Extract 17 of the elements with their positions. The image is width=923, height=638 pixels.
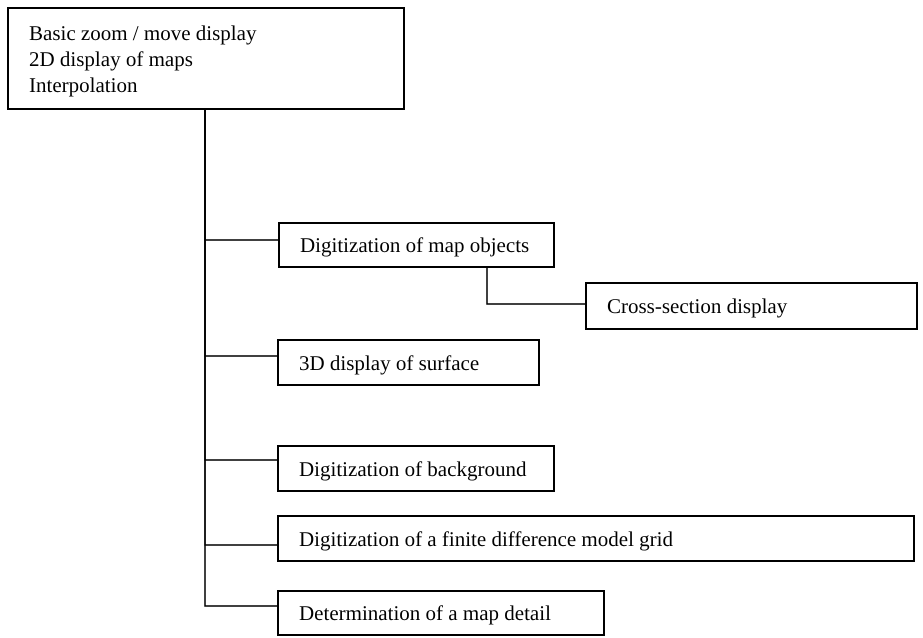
box-text: Digitization of background bbox=[299, 456, 528, 482]
box-text: Determination of a map detail bbox=[299, 600, 552, 626]
box-text: Basic zoom / move display bbox=[29, 20, 258, 46]
box-text: 3D display of surface bbox=[299, 350, 480, 376]
connector-line bbox=[486, 268, 585, 305]
box-text: Interpolation bbox=[29, 72, 138, 98]
box-text: Cross-section display bbox=[607, 293, 788, 319]
text-box bbox=[277, 445, 555, 492]
text-box bbox=[585, 282, 918, 330]
box-text: 2D display of maps bbox=[29, 46, 194, 72]
text-box bbox=[277, 590, 605, 636]
text-box bbox=[7, 7, 405, 110]
text-box bbox=[277, 339, 540, 386]
box-text: Digitization of a finite difference model grid bbox=[299, 526, 674, 552]
text-box bbox=[278, 222, 555, 268]
text-box bbox=[277, 515, 915, 562]
box-text: Digitization of map objects bbox=[300, 232, 530, 258]
